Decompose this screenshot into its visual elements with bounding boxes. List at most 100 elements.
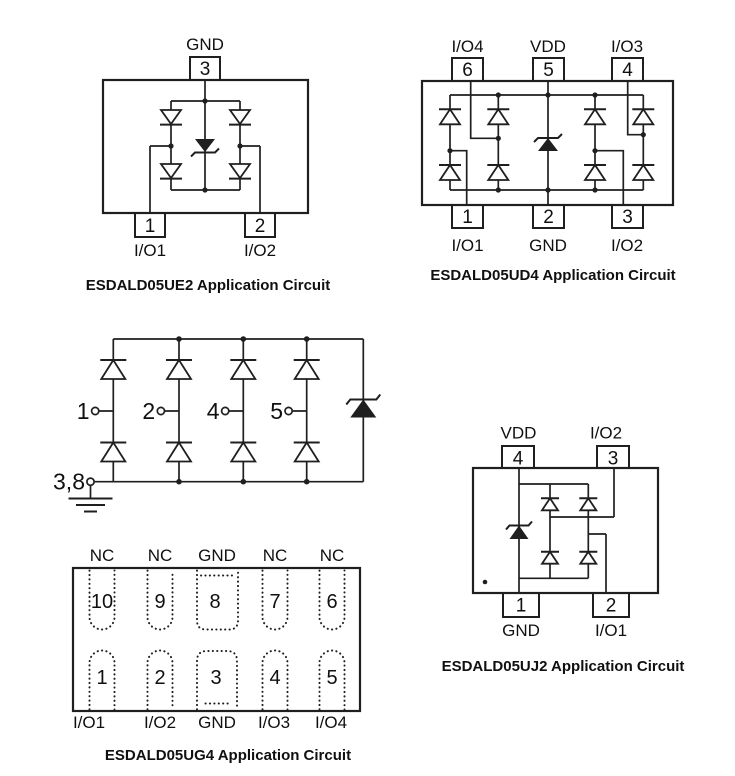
ug4-pad-2	[146, 649, 174, 711]
ug4-circuit-drawing: NC NC GND NC NC 10 9 8 7 6 1 2 3 4 5 I/O…	[71, 546, 362, 764]
diode-icon	[486, 164, 511, 181]
uj2-pin2-label: I/O1	[595, 621, 627, 640]
ue2-pin2-label: I/O2	[244, 241, 276, 260]
junction-dot	[168, 143, 174, 149]
ug4-pad-8	[196, 569, 239, 631]
uj2-pin3-label: I/O2	[590, 424, 622, 443]
ug4-pad-5	[318, 649, 346, 711]
ud4-pin6-label: I/O4	[451, 37, 483, 56]
uj2-title: ESDALD05UJ2 Application Circuit	[442, 658, 685, 675]
junction-dot	[447, 148, 453, 154]
uj2-pin2-number: 2	[606, 596, 617, 617]
diode-icon	[165, 359, 193, 380]
diode-icon	[438, 164, 462, 181]
terminal-circle-icon	[86, 477, 95, 487]
ug4-pad-4	[261, 649, 289, 711]
ue2-pin3-number: 3	[200, 59, 211, 80]
uj2-pin1-label: GND	[502, 621, 540, 640]
junction-dot	[495, 135, 501, 141]
diode-icon	[486, 108, 511, 126]
ud4-pin1-number: 1	[462, 207, 473, 228]
ug4-pad-10	[88, 569, 116, 631]
ue2-pin3-label: GND	[186, 35, 224, 54]
diode-icon	[631, 164, 656, 181]
uj2-pin1-number: 1	[516, 596, 527, 617]
ug4-pad-6	[318, 569, 346, 631]
junction-dot	[592, 148, 598, 154]
uj2-pin2-box	[592, 592, 630, 618]
ue2-pin1-label: I/O1	[134, 241, 166, 260]
ug4-top-label-1: NC	[90, 546, 115, 565]
ug4-top-label-5: NC	[320, 546, 345, 565]
ud4-pin1-label: I/O1	[451, 236, 483, 255]
ug4-bottom-label-3: GND	[198, 713, 236, 732]
ud4-pin5-number: 5	[543, 60, 554, 81]
diode-icon	[540, 550, 560, 565]
schematic-terminal-2: 2	[142, 398, 155, 424]
ue2-title: ESDALD05UE2 Application Circuit	[86, 277, 330, 294]
ud4-pin3-label: I/O2	[611, 236, 643, 255]
diode-icon	[583, 108, 607, 126]
ground-icon	[68, 497, 113, 513]
ug4-pad-1	[88, 649, 116, 711]
ue2-pin1-number: 1	[145, 216, 156, 237]
schematic-wires	[89, 338, 365, 498]
uj2-pin4-label: VDD	[501, 424, 537, 443]
ug4-bottom-label-5: I/O4	[315, 713, 347, 732]
ue2-circuit-drawing: GND 3 1 2 I/O1 I/O2 ESDALD05UE2 Applicat…	[86, 35, 330, 294]
diode-icon	[631, 108, 656, 126]
ug4-pad1-number: 1	[96, 667, 107, 689]
junction-dot	[303, 478, 310, 485]
ug4-pad2-number: 2	[154, 667, 165, 689]
diode-icon	[438, 108, 462, 126]
junction-dot	[240, 336, 247, 342]
diode-icon	[540, 497, 560, 512]
ug4-pad8-number: 8	[209, 591, 220, 613]
uj2-circuit-drawing: VDD I/O2 4 3 1 2 GND I/O1 ESDALD05UJ2 Ap…	[442, 424, 685, 676]
junction-dot	[545, 92, 551, 98]
ug4-pad7-number: 7	[269, 591, 280, 613]
ug4-pad10-number: 10	[91, 591, 113, 613]
ud4-pin5-label: VDD	[530, 37, 566, 56]
junction-dot	[495, 187, 501, 193]
junction-dot	[495, 92, 501, 98]
diode-icon	[578, 550, 599, 565]
junction-dot	[545, 187, 551, 193]
diode-icon	[292, 441, 321, 463]
ug4-pad6-number: 6	[326, 591, 337, 613]
diode-icon	[229, 441, 258, 463]
ug4-pad3-number: 3	[210, 667, 221, 689]
ud4-pin3-number: 3	[622, 207, 633, 228]
junction-dot	[240, 478, 247, 485]
ue2-pin2-number: 2	[255, 216, 266, 237]
uj2-pin4-number: 4	[513, 449, 524, 470]
terminal-circle-icon	[220, 406, 230, 416]
terminal-circle-icon	[156, 406, 166, 416]
ug4-top-label-2: NC	[148, 546, 173, 565]
ug4-pad4-number: 4	[269, 667, 280, 689]
diode-icon	[99, 441, 128, 463]
uj2-wires	[518, 468, 615, 593]
ud4-pin4-number: 4	[622, 60, 633, 81]
multiline-schematic-drawing: 1 2 4 5 3,8	[53, 336, 382, 513]
ud4-pin6-box	[451, 57, 484, 82]
junction-dot	[202, 98, 208, 104]
junction-dot	[592, 92, 598, 98]
diode-icon	[292, 359, 321, 380]
diode-icon	[229, 359, 258, 380]
schematic-terminal-5: 5	[270, 398, 283, 424]
junction-dot	[176, 478, 182, 485]
uj2-package-outline	[471, 466, 660, 595]
ud4-pin4-label: I/O3	[611, 37, 643, 56]
ug4-top-label-4: NC	[263, 546, 288, 565]
schematic-terminal-4: 4	[207, 398, 220, 424]
uj2-pin3-box	[596, 445, 630, 469]
ug4-top-label-3: GND	[198, 546, 236, 565]
uj2-pin4-box	[501, 445, 535, 469]
diode-icon	[165, 441, 193, 463]
junction-dot	[303, 336, 310, 342]
junction-dot	[640, 132, 646, 138]
ug4-title: ESDALD05UG4 Application Circuit	[105, 747, 351, 764]
